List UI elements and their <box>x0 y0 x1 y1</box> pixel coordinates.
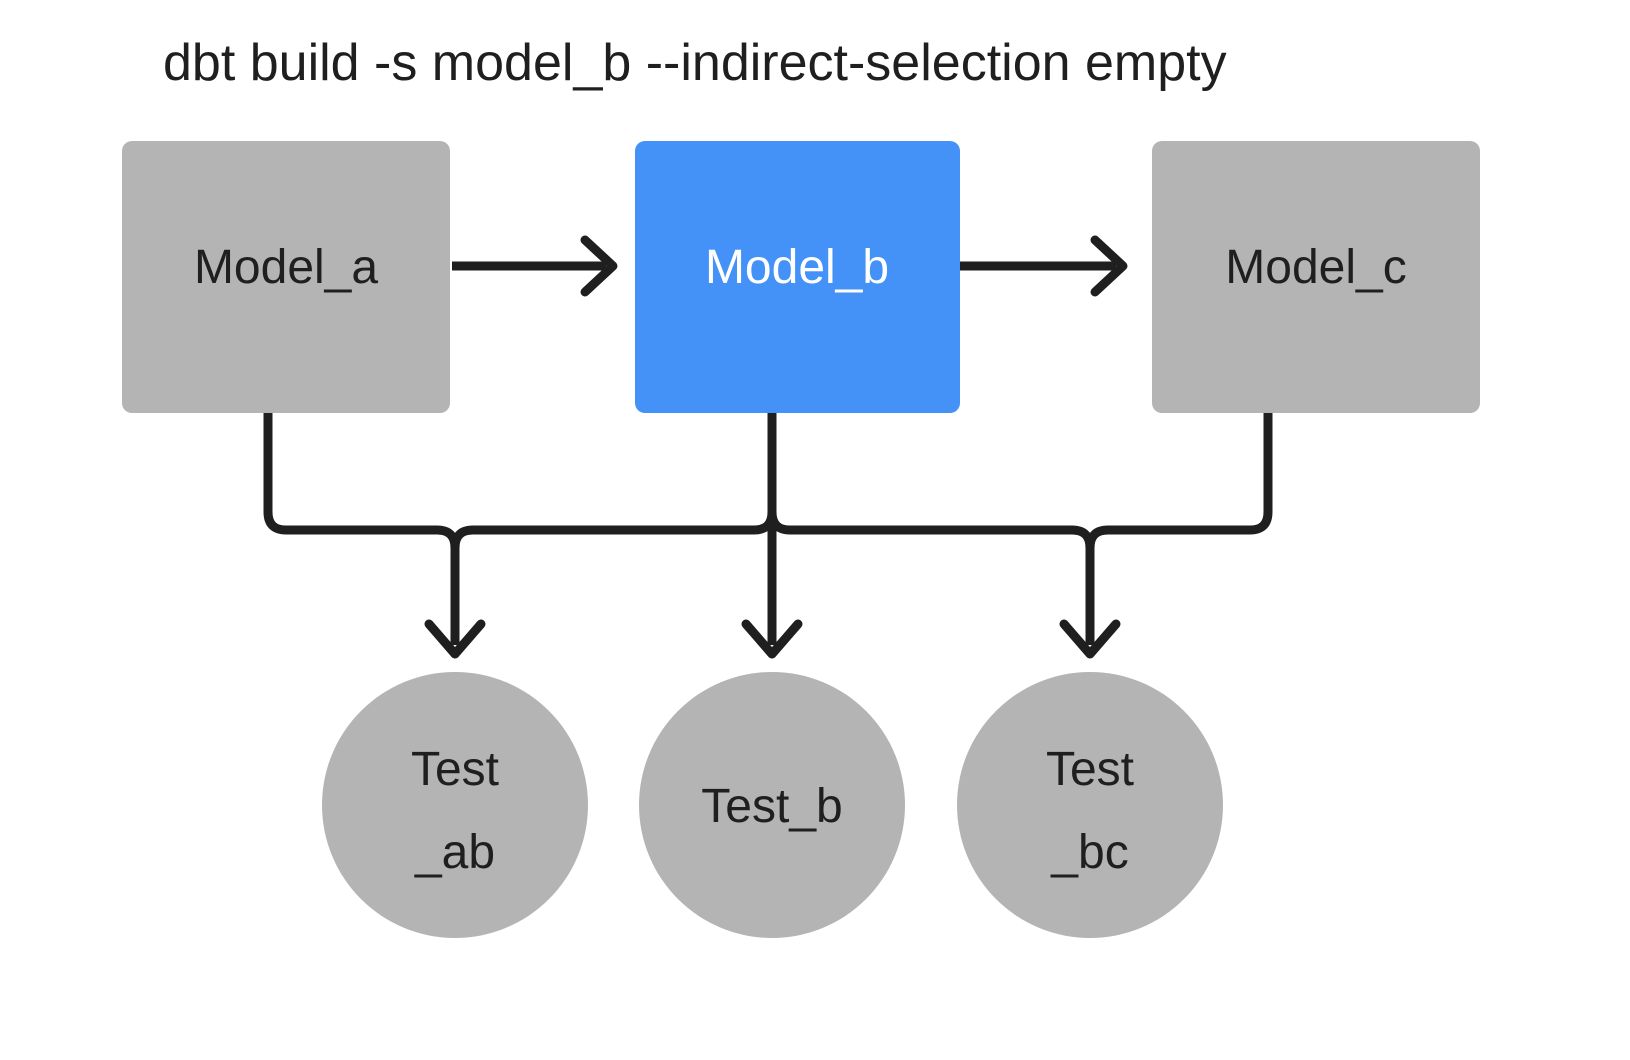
node-test-b-label-line1: Test_b <box>701 780 842 833</box>
edge-layer <box>263 235 1273 659</box>
edge-model-a-to-test-ab <box>263 413 486 659</box>
test-nodes-layer: Test _ab Test_b Test _bc <box>322 672 1223 938</box>
node-model-c[interactable]: Model_c <box>1152 141 1480 413</box>
node-test-bc-shape[interactable] <box>957 672 1223 938</box>
node-test-b-shape[interactable] <box>639 672 905 938</box>
node-model-c-label: Model_c <box>1225 241 1406 294</box>
node-model-a-label: Model_a <box>194 241 378 294</box>
node-test-b[interactable]: Test_b <box>639 672 905 938</box>
edge-model-b-to-test-bc <box>767 413 1121 659</box>
node-test-bc-label-line2: _bc <box>1050 826 1128 879</box>
node-test-bc[interactable]: Test _bc <box>957 672 1223 938</box>
node-model-b-shape[interactable] <box>635 141 960 413</box>
node-model-b[interactable]: Model_b <box>635 141 960 413</box>
node-model-a-shape[interactable] <box>122 141 450 413</box>
diagram-title: dbt build -s model_b --indirect-selectio… <box>163 34 1227 92</box>
node-test-bc-label-line1: Test <box>1046 743 1134 796</box>
node-test-ab-shape[interactable] <box>322 672 588 938</box>
node-model-c-shape[interactable] <box>1152 141 1480 413</box>
node-model-a[interactable]: Model_a <box>122 141 450 413</box>
edge-model-b-to-test-ab <box>450 413 777 549</box>
node-test-ab[interactable]: Test _ab <box>322 672 588 938</box>
edge-model-c-to-test-bc <box>1085 413 1273 549</box>
edge-model-a-to-model-b <box>452 235 618 297</box>
node-test-ab-label-line1: Test <box>411 743 499 796</box>
node-model-b-label: Model_b <box>705 241 889 294</box>
node-test-ab-label-line2: _ab <box>414 826 495 879</box>
model-nodes-layer: Model_a Model_b Model_c <box>122 141 1480 413</box>
edge-model-b-to-model-c <box>960 235 1128 297</box>
